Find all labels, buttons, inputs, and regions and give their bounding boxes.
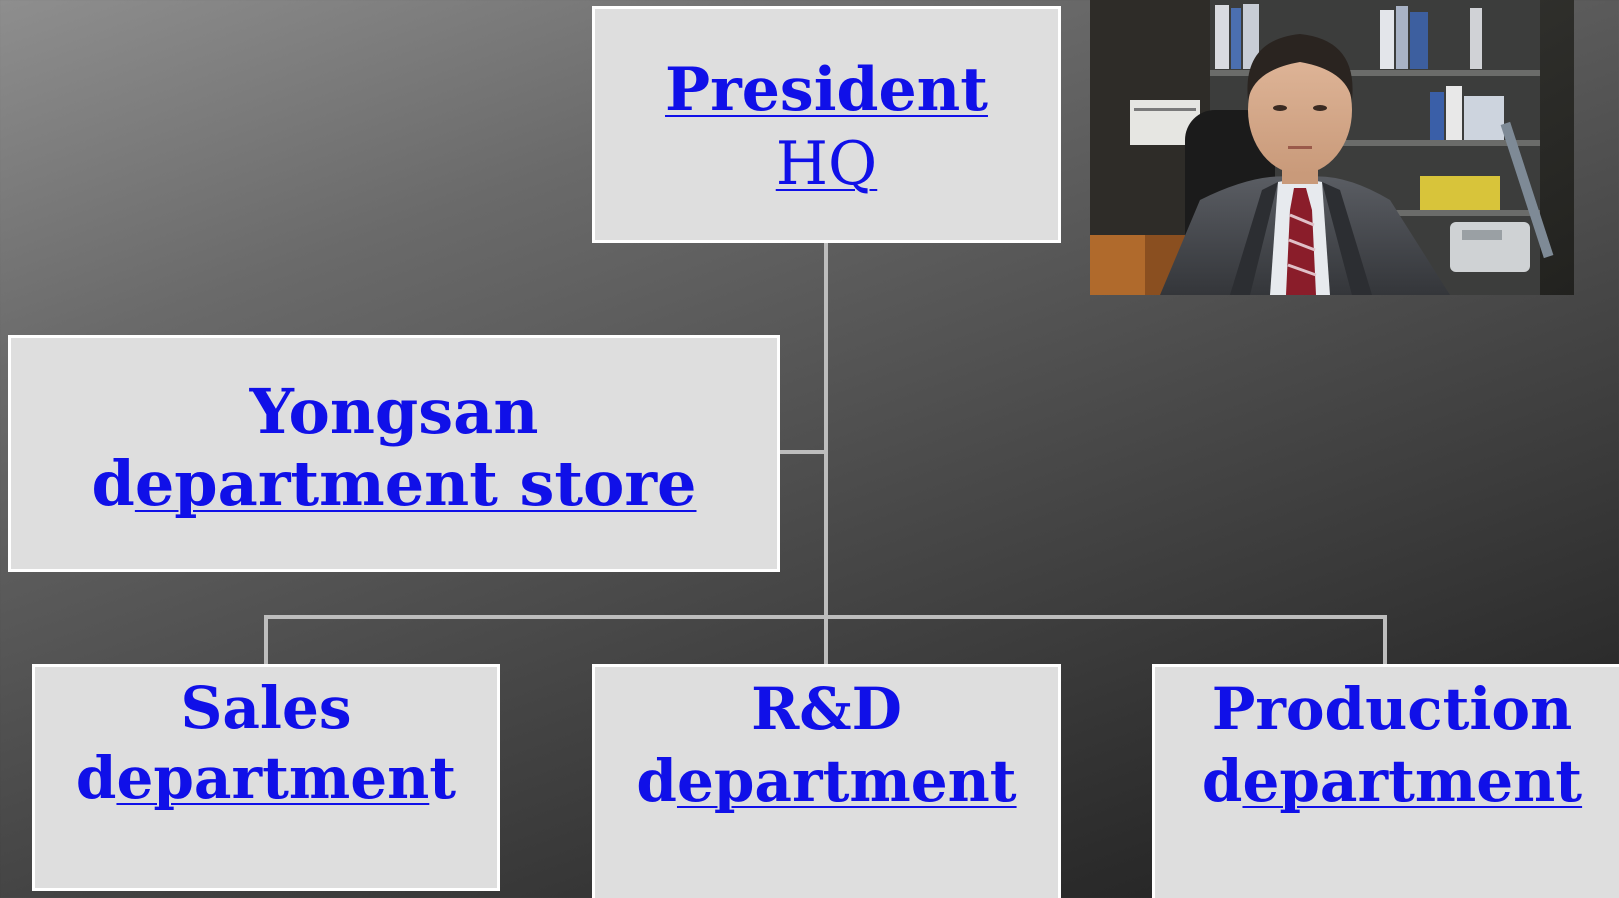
rnd-title: R&D (751, 675, 902, 743)
sales-department-node[interactable]: Sales department (32, 664, 500, 891)
sales-subtitle-link[interactable]: epartmen (116, 744, 430, 812)
yongsan-subtitle: department store (11, 448, 777, 520)
yongsan-subtitle-link[interactable]: epartment store (134, 447, 697, 520)
yongsan-subtitle-prefix: d (91, 447, 135, 520)
production-title: Production (1211, 675, 1573, 743)
rnd-subtitle-prefix: d (636, 747, 677, 815)
rnd-subtitle-link[interactable]: epartment (676, 747, 1017, 815)
sales-subtitle-suffix: t (429, 744, 457, 812)
sales-title: Sales (180, 674, 352, 742)
connector-president-trunk (824, 243, 828, 664)
connector-production-drop (1383, 615, 1387, 664)
connector-department-bus (264, 615, 1387, 619)
yongsan-title: Yongsan (249, 375, 539, 448)
rnd-subtitle: department (595, 745, 1058, 817)
president-title[interactable]: President (665, 55, 988, 125)
president-hq-node[interactable]: President HQ (592, 6, 1061, 243)
connector-sales-drop (264, 615, 268, 664)
president-photo (1090, 0, 1574, 295)
production-department-node[interactable]: Production department (1152, 664, 1619, 898)
sales-subtitle: department (35, 743, 497, 813)
production-subtitle-link[interactable]: epartment (1242, 747, 1583, 815)
sales-subtitle-prefix: d (75, 744, 117, 812)
connector-yongsan-branch (780, 450, 826, 454)
yongsan-department-store-node[interactable]: Yongsan department store (8, 335, 780, 572)
production-subtitle-prefix: d (1201, 747, 1243, 815)
rnd-department-node[interactable]: R&D department (592, 664, 1061, 898)
production-subtitle: department (1155, 745, 1619, 817)
president-subtitle[interactable]: HQ (775, 129, 878, 199)
